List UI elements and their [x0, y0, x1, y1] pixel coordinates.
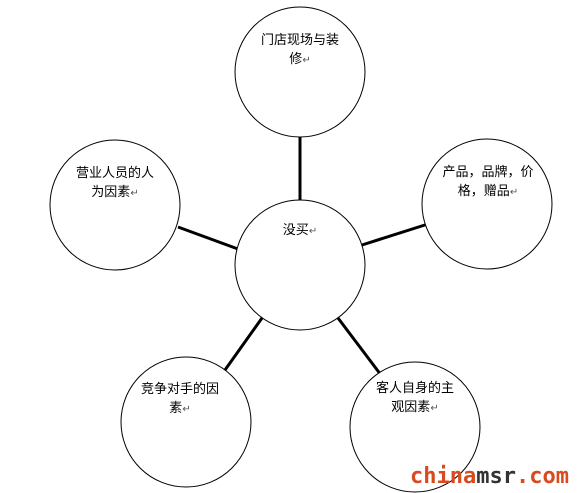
- left-node-line-2: 为因素: [91, 185, 131, 200]
- right-node-line-1: 产品，品牌，价: [442, 165, 534, 180]
- right-node-circle: [421, 138, 553, 270]
- top-node-line-2: 修: [289, 52, 303, 67]
- bottom-left-node-circle: [120, 356, 252, 488]
- paragraph-mark: ↵: [430, 403, 439, 414]
- bottom-left-node-line-2: 素: [169, 401, 183, 416]
- bottom-right-node-line-2: 观因素: [391, 400, 431, 415]
- bottom-left-node-line-1: 竞争对手的因: [140, 382, 219, 397]
- bottom-left-node-label: 竞争对手的因 素↵: [125, 380, 235, 419]
- connector-bottom-right: [336, 317, 383, 376]
- center-node-label: 没买↵: [268, 221, 332, 241]
- left-node-circle: [49, 139, 181, 271]
- paragraph-mark: ↵: [509, 187, 519, 198]
- paragraph-mark: ↵: [308, 226, 318, 237]
- connector-bottom-left: [223, 317, 264, 371]
- watermark-part-1: china: [410, 464, 477, 489]
- right-node-label: 产品，品牌，价 格，赠品↵: [430, 163, 546, 202]
- top-node-circle: [234, 6, 366, 138]
- connector-left: [177, 225, 239, 251]
- top-node-label: 门店现场与装 修↵: [240, 31, 360, 70]
- bottom-right-node-label: 客人自身的主 观因素↵: [360, 379, 470, 418]
- right-node-line-2: 格，赠品: [457, 184, 510, 199]
- left-node-line-1: 营业人员的人: [75, 166, 154, 181]
- watermark-part-2: msr: [476, 464, 517, 489]
- paragraph-mark: ↵: [302, 55, 311, 66]
- left-node-label: 营业人员的人 为因素↵: [60, 164, 170, 203]
- bottom-right-node-circle: [349, 361, 481, 493]
- center-node-circle: [234, 199, 366, 331]
- paragraph-mark: ↵: [182, 404, 191, 415]
- watermark-part-3: .com: [516, 464, 569, 489]
- paragraph-mark: ↵: [130, 188, 139, 199]
- top-node-line-1: 门店现场与装: [260, 33, 339, 48]
- connector-right: [361, 222, 429, 247]
- center-node-line-1: 没买: [282, 223, 309, 238]
- watermark: chinamsr.com: [410, 464, 569, 489]
- bottom-right-node-line-1: 客人自身的主: [375, 381, 454, 396]
